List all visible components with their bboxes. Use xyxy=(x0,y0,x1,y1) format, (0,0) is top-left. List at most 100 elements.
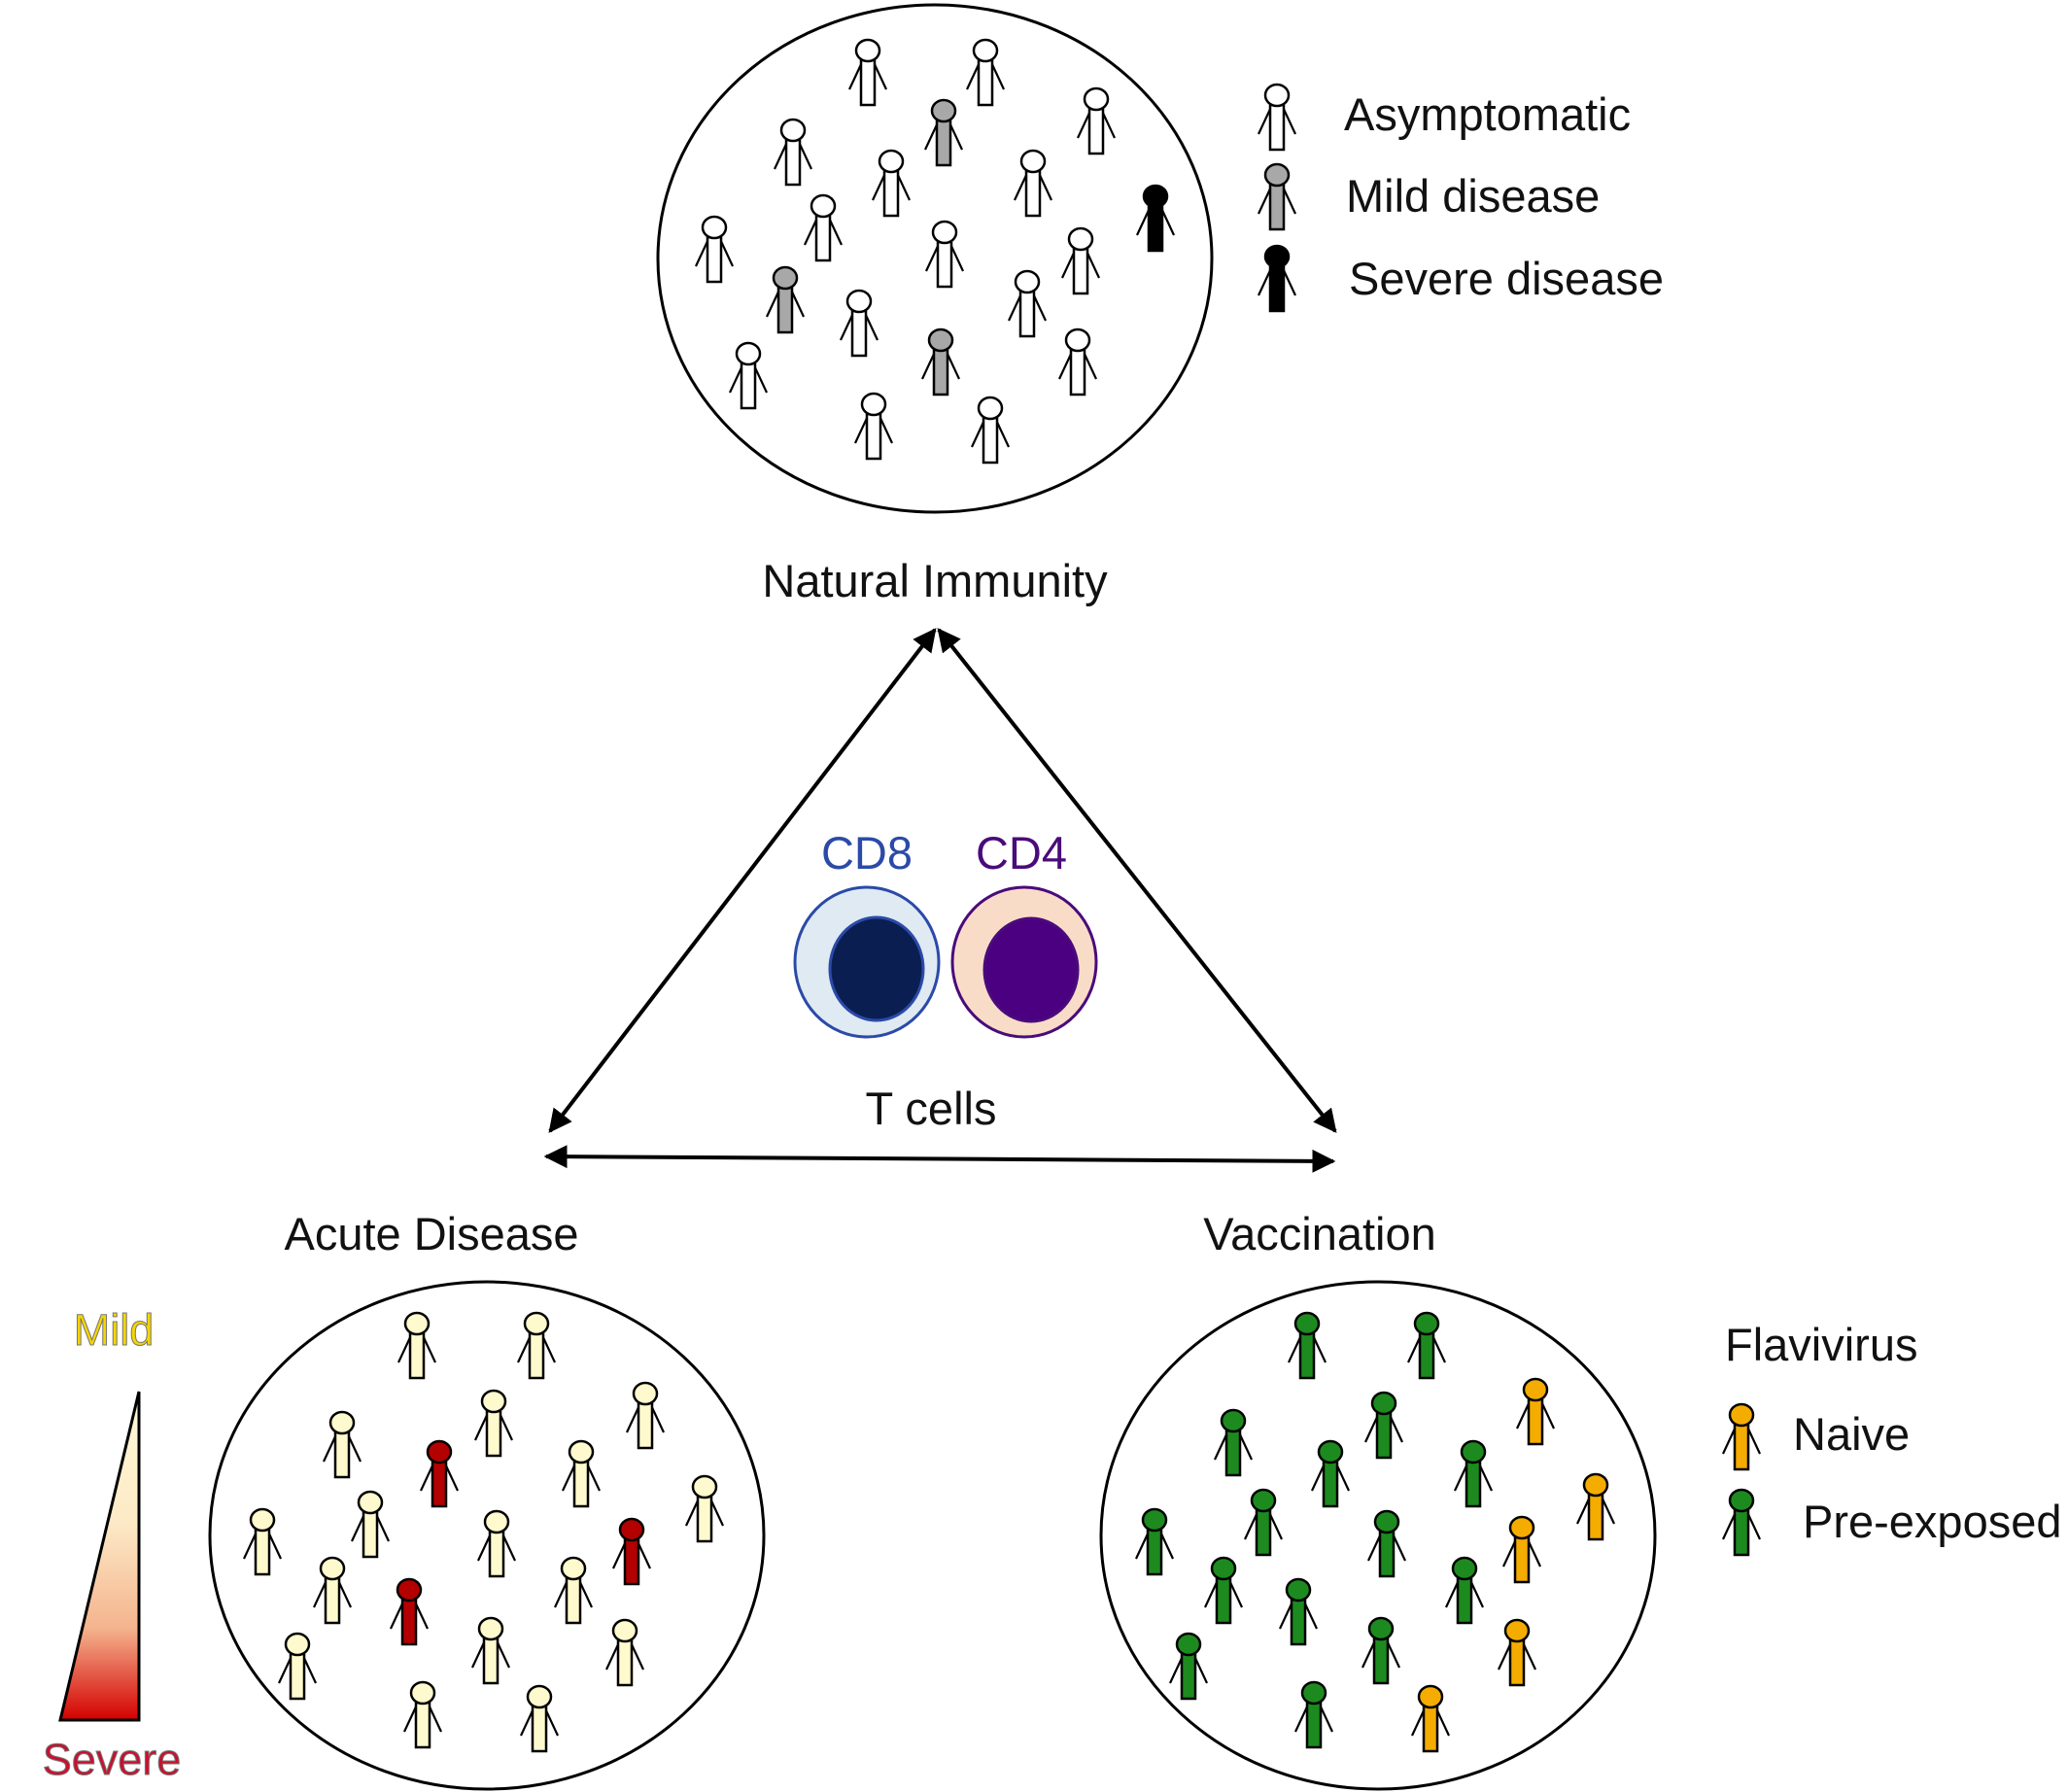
arrow-acute-to-vaccination xyxy=(543,1145,1336,1173)
vaccination-person-icon xyxy=(1135,1507,1174,1576)
legend-preexposed-label: Pre-exposed xyxy=(1803,1496,2062,1547)
vaccination-person-icon xyxy=(1169,1632,1208,1701)
acute-person-icon xyxy=(612,1517,651,1586)
severity-severe-label: Severe xyxy=(43,1735,182,1784)
natural-immunity-people xyxy=(695,38,1175,465)
cd4-nucleus xyxy=(982,916,1080,1023)
vaccination-person-icon xyxy=(1364,1391,1403,1460)
natural-person-icon xyxy=(925,220,964,289)
natural-person-icon xyxy=(1061,226,1100,295)
acute-disease-people xyxy=(243,1311,724,1753)
legend-severe-person-icon xyxy=(1258,244,1296,313)
vaccination-person-icon xyxy=(1204,1556,1243,1625)
asymptomatic-person-icon xyxy=(1258,83,1296,152)
preexposed-person-icon xyxy=(1722,1488,1761,1557)
natural-person-icon xyxy=(1058,327,1097,396)
natural-person-icon xyxy=(840,289,879,358)
natural-person-icon xyxy=(804,193,843,262)
natural-immunity-population xyxy=(656,3,1214,514)
legend-preexposed-person-icon xyxy=(1722,1488,1761,1557)
acute-person-icon xyxy=(351,1490,390,1559)
vaccination-person-icon xyxy=(1454,1439,1493,1508)
vaccination-title: Vaccination xyxy=(1203,1208,1436,1259)
acute-person-icon xyxy=(403,1680,442,1749)
severity-gradient-wedge xyxy=(58,1391,141,1722)
vaccination-person-icon xyxy=(1407,1311,1446,1380)
acute-disease-title: Acute Disease xyxy=(284,1208,578,1259)
cd4-label: CD4 xyxy=(976,827,1067,879)
vaccination-person-icon xyxy=(1214,1408,1253,1477)
natural-person-icon xyxy=(966,38,1005,107)
natural-person-icon xyxy=(854,392,893,461)
severe-person-icon xyxy=(1258,244,1296,313)
natural-person-icon xyxy=(695,215,734,284)
vaccination-person-icon xyxy=(1288,1311,1327,1380)
legend-asymptomatic-person-icon xyxy=(1258,83,1296,152)
vaccination-person-icon xyxy=(1294,1680,1333,1749)
natural-immunity-title: Natural Immunity xyxy=(762,555,1108,606)
flavivirus-title: Flavivirus xyxy=(1725,1319,1917,1370)
natural-person-icon xyxy=(924,98,963,167)
natural-person-icon xyxy=(766,265,805,334)
natural-person-icon xyxy=(872,149,911,218)
legend-asymptomatic-label: Asymptomatic xyxy=(1344,88,1631,140)
vaccination-person-icon xyxy=(1361,1616,1400,1685)
legend-naive-person-icon xyxy=(1722,1402,1761,1471)
vaccination-person-icon xyxy=(1498,1618,1536,1687)
cd8-label: CD8 xyxy=(821,827,913,879)
acute-person-icon xyxy=(605,1618,644,1687)
vaccination-legend: Flavivirus Naive Pre-exposed xyxy=(1722,1319,2062,1557)
tcells-label: T cells xyxy=(866,1083,997,1134)
vaccination-people xyxy=(1135,1311,1615,1753)
natural-person-icon xyxy=(729,341,768,410)
natural-person-icon xyxy=(1077,86,1116,155)
legend-mild-label: Mild disease xyxy=(1346,170,1600,222)
vaccination-person-icon xyxy=(1411,1684,1450,1753)
acute-person-icon xyxy=(420,1439,459,1508)
acute-person-icon xyxy=(520,1684,559,1753)
acute-person-icon xyxy=(554,1556,593,1625)
natural-person-icon xyxy=(971,396,1010,465)
legend-mild-person-icon xyxy=(1258,162,1296,231)
acute-person-icon xyxy=(390,1577,429,1646)
acute-disease-population xyxy=(208,1280,766,1791)
cd8-nucleus xyxy=(828,915,925,1022)
acute-person-icon xyxy=(562,1439,601,1508)
acute-person-icon xyxy=(278,1632,317,1701)
acute-person-icon xyxy=(471,1616,510,1685)
vaccination-person-icon xyxy=(1502,1515,1541,1584)
natural-person-icon xyxy=(774,118,812,187)
acute-person-icon xyxy=(626,1381,665,1450)
arrow-natural-to-vaccination xyxy=(937,628,1337,1133)
vaccination-person-icon xyxy=(1516,1377,1555,1446)
cd4-cell: CD4 xyxy=(950,827,1098,1039)
natural-immunity-legend: Asymptomatic Mild disease Severe disease xyxy=(1258,83,1664,313)
vaccination-person-icon xyxy=(1311,1439,1350,1508)
natural-person-icon xyxy=(1014,149,1052,218)
natural-person-icon xyxy=(848,38,887,107)
acute-person-icon xyxy=(397,1311,436,1380)
acute-person-icon xyxy=(517,1311,556,1380)
vaccination-person-icon xyxy=(1576,1472,1615,1541)
vaccination-person-icon xyxy=(1279,1577,1318,1646)
vaccination-person-icon xyxy=(1445,1556,1484,1625)
acute-person-icon xyxy=(477,1509,516,1578)
acute-person-icon xyxy=(313,1556,352,1625)
acute-person-icon xyxy=(474,1389,513,1458)
mild-person-icon xyxy=(1258,162,1296,231)
acute-person-icon xyxy=(685,1474,724,1543)
vaccination-person-icon xyxy=(1244,1488,1283,1557)
legend-naive-label: Naive xyxy=(1793,1408,1910,1460)
arrow-natural-to-acute xyxy=(548,628,937,1133)
natural-person-icon xyxy=(921,327,960,396)
natural-person-icon xyxy=(1008,269,1047,338)
acute-person-icon xyxy=(323,1410,362,1479)
vaccination-population xyxy=(1099,1280,1657,1791)
severity-mild-label: Mild xyxy=(74,1305,155,1355)
vaccination-person-icon xyxy=(1367,1509,1406,1578)
naive-person-icon xyxy=(1722,1402,1761,1471)
legend-severe-label: Severe disease xyxy=(1349,253,1664,304)
cd8-cell: CD8 xyxy=(793,827,941,1039)
acute-person-icon xyxy=(243,1507,282,1576)
